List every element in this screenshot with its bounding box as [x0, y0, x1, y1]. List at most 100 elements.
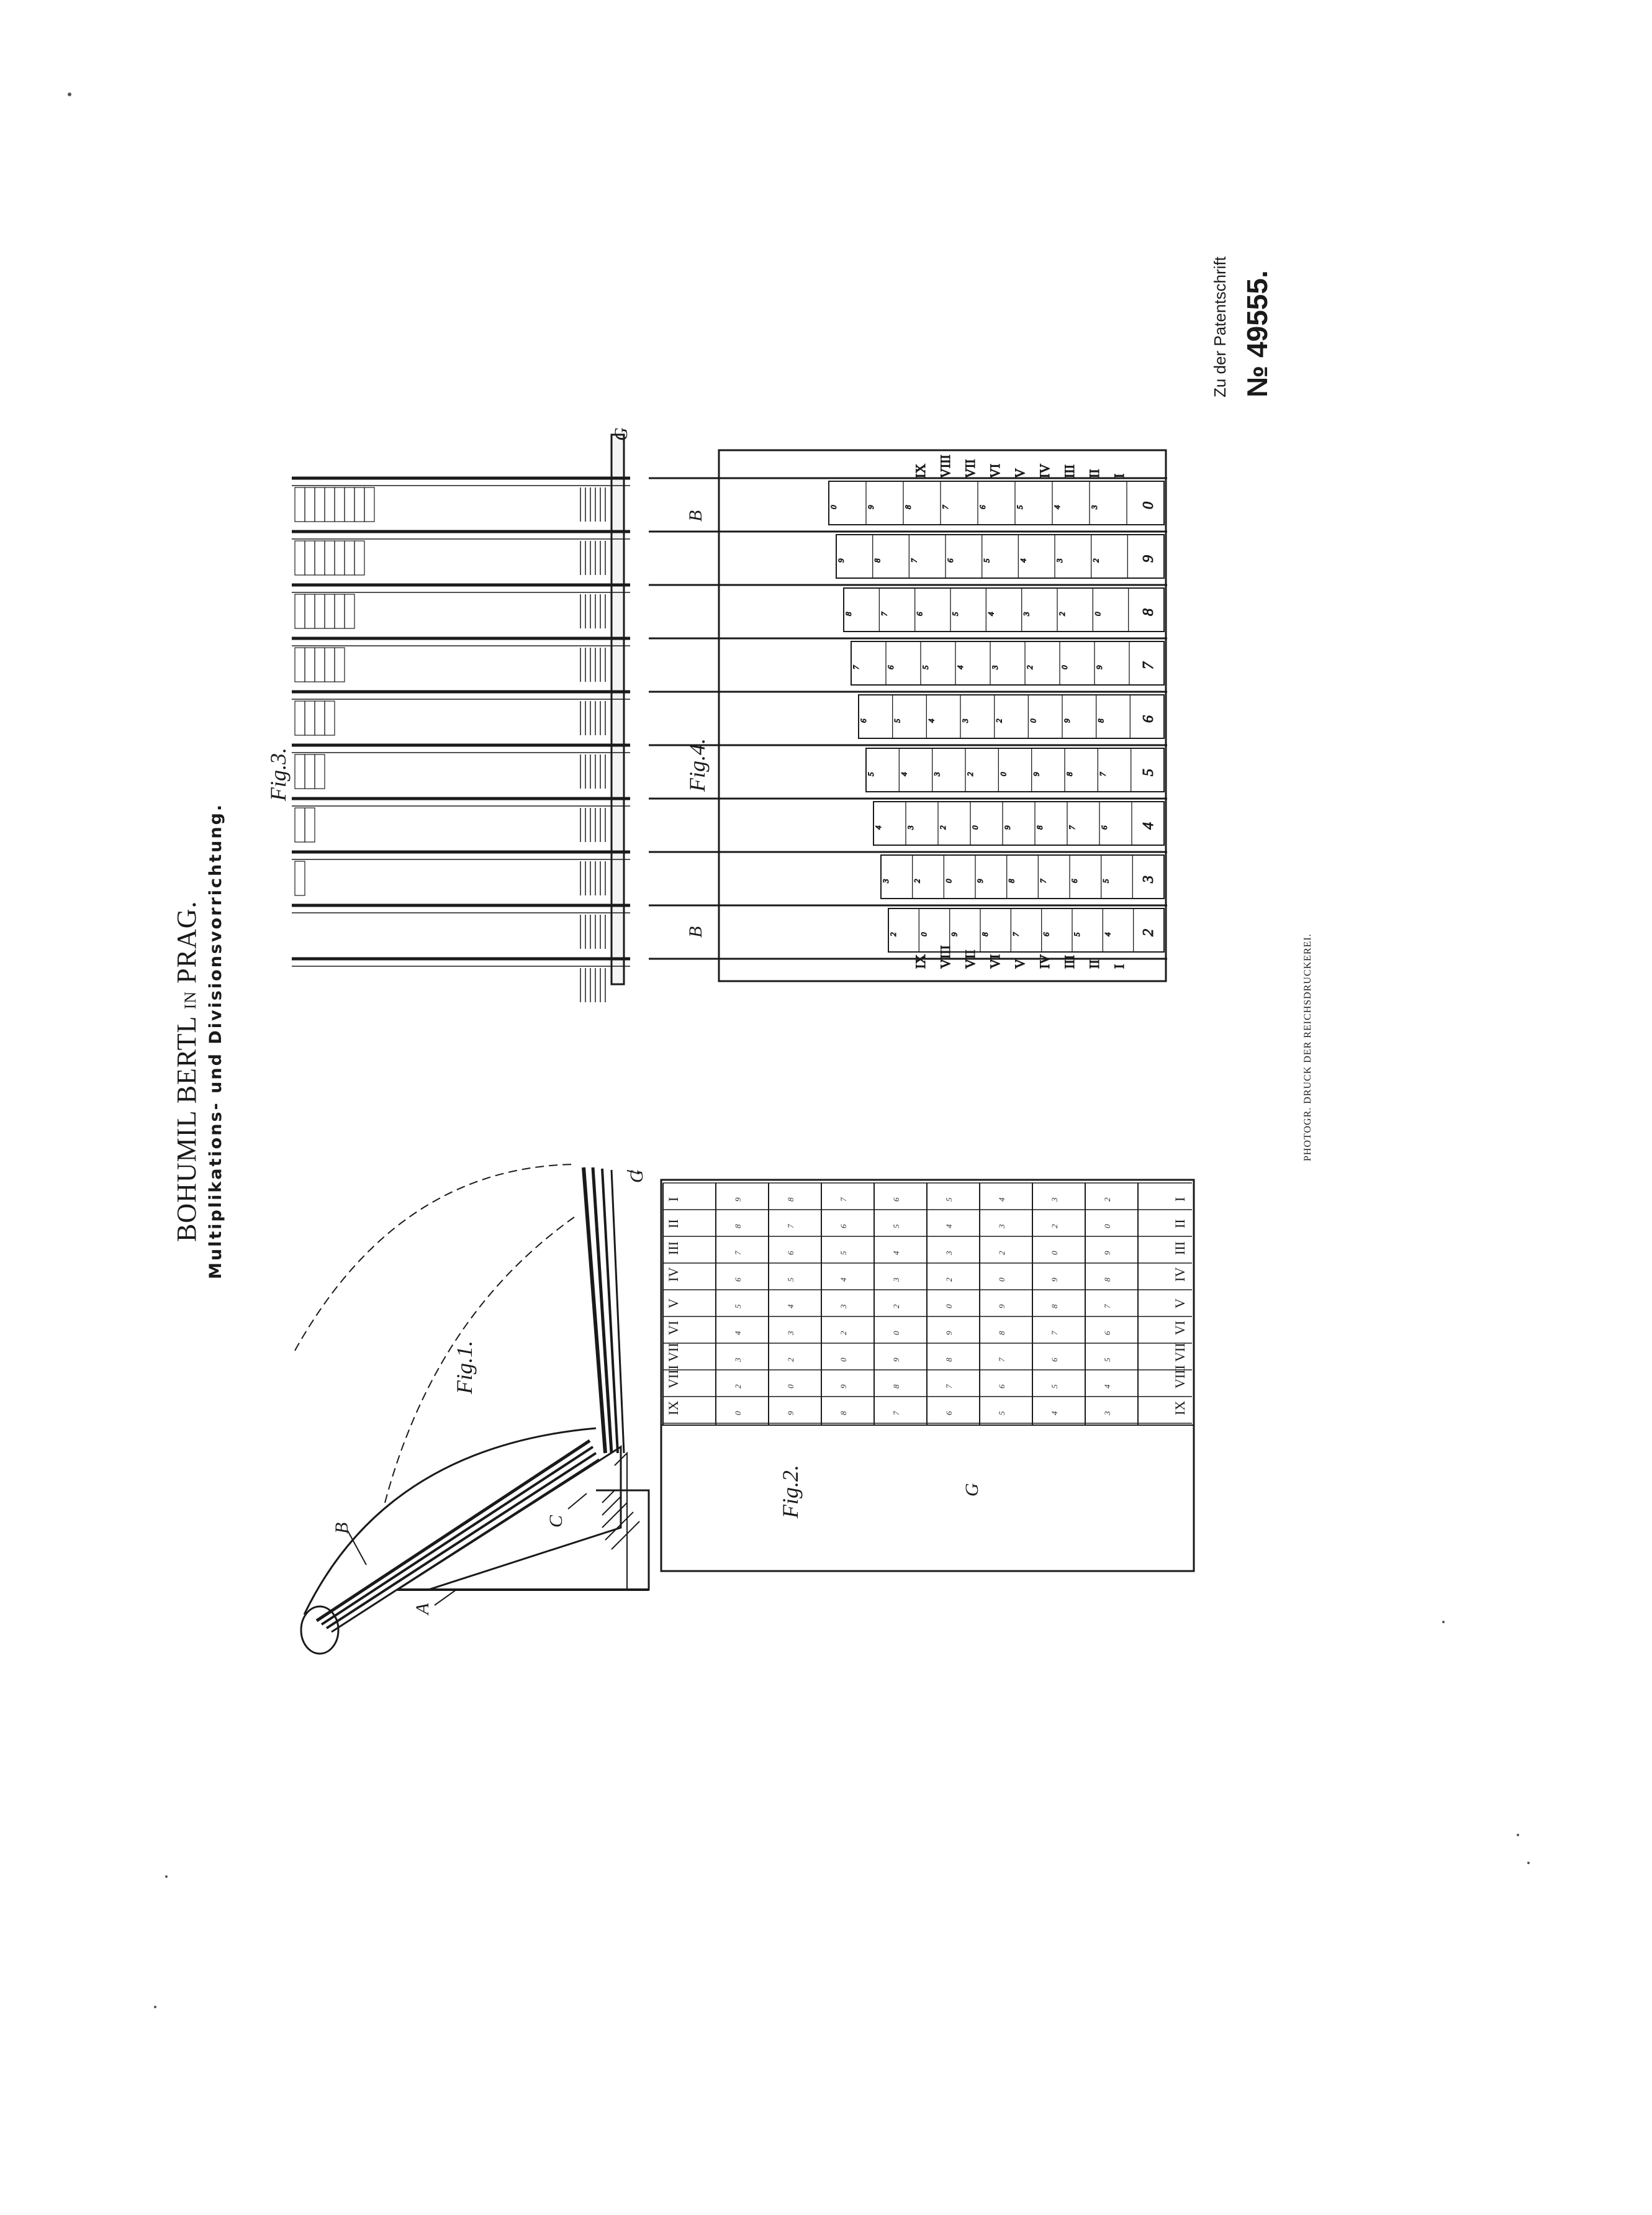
fig2-cell-digit: 4 — [891, 1251, 901, 1255]
fig4-cell-digit: 4 — [926, 718, 936, 723]
fig1-part-g: G — [626, 1169, 647, 1183]
fig4-strip-digit: 9 — [1140, 555, 1157, 563]
fig4-cell-digit: 6 — [946, 558, 955, 563]
fig4-roman-top: IX — [913, 464, 928, 478]
fig4-cell-digit: 7 — [1011, 932, 1020, 936]
fig2-cell-digit: 7 — [786, 1224, 795, 1228]
fig2-roman-left: III — [666, 1241, 681, 1255]
fig2-roman-left: VII — [666, 1343, 681, 1362]
fig2-cell-digit: 5 — [891, 1224, 901, 1228]
fig4-cell-digit: 6 — [886, 665, 895, 669]
fig3-card — [294, 754, 305, 789]
fig4-strip-digit: 3 — [1140, 876, 1157, 884]
fig3-card — [314, 754, 325, 789]
fig4-cell-digit: 3 — [1022, 612, 1031, 617]
fig2-roman-right: VII — [1172, 1343, 1188, 1362]
fig4-cell-digit: 3 — [960, 718, 970, 723]
fig4-cell-digit: 0 — [944, 879, 953, 883]
fig2-cell-digit: 8 — [944, 1357, 954, 1362]
fig4-cell-digit: 4 — [873, 825, 883, 830]
fig4-cell-digit: 9 — [1095, 665, 1104, 669]
fig4-cell-digit: 0 — [998, 772, 1008, 776]
fig4-strip-digit: 5 — [1140, 769, 1157, 776]
fig4-strip — [828, 481, 1165, 525]
fig4-roman-top: II — [1086, 469, 1102, 478]
fig2-cell-digit: 6 — [1050, 1357, 1059, 1362]
fig2-cell-digit: 8 — [786, 1197, 795, 1202]
fig4-cell-digit: 9 — [1062, 718, 1072, 723]
fig2-roman-left: I — [666, 1197, 681, 1202]
fig2-cell-digit: 4 — [1050, 1411, 1059, 1415]
fig3-card — [344, 540, 355, 576]
fig4-cell-digit: 2 — [938, 825, 947, 830]
fig4-roman-top: I — [1111, 474, 1127, 478]
fig2-cell-digit: 5 — [786, 1277, 795, 1282]
fig4-roman-top: VI — [987, 464, 1003, 478]
fig3-card — [294, 594, 305, 629]
fig4-roman-bottom: II — [1086, 959, 1102, 969]
fig4-strip-label-top: B — [685, 510, 706, 522]
fig4-cell-digit: 9 — [866, 505, 875, 509]
fig4-cell-digit: 0 — [970, 825, 980, 830]
fig3-card — [294, 861, 305, 896]
fig4-cell-digit: 3 — [906, 825, 915, 830]
fig4-cell-digit: 5 — [1101, 879, 1111, 883]
fig4-cell-digit: 4 — [1052, 505, 1062, 509]
fig4-strip-digit: 4 — [1140, 822, 1157, 830]
fig4-cell-digit: 9 — [1003, 825, 1012, 830]
fig4-cell-digit: 2 — [1057, 612, 1067, 616]
fig2-roman-left: IX — [666, 1401, 681, 1415]
fig3-card — [294, 487, 305, 522]
fig4-cell-digit: 4 — [899, 772, 908, 776]
fig2-cell-digit: 7 — [997, 1357, 1006, 1362]
fig4-cell-digit: 5 — [982, 558, 991, 563]
fig4-cell-digit: 8 — [1096, 718, 1106, 723]
fig3-card — [334, 540, 345, 576]
fig4-roman-top: VII — [962, 459, 978, 478]
fig2-base-label: G — [962, 1483, 982, 1497]
fig2-cell-digit: 9 — [839, 1384, 848, 1388]
fig4-cell-digit: 6 — [978, 505, 987, 509]
fig2-cell-digit: 7 — [1050, 1331, 1059, 1335]
fig2-cell-digit: 8 — [997, 1331, 1006, 1335]
fig2-cell-digit: 2 — [1103, 1197, 1112, 1202]
fig3-rods — [292, 476, 630, 1002]
fig4-roman-bottom: VII — [962, 949, 978, 969]
fig4-roman-bottom: VIII — [937, 945, 953, 969]
fig2-cell-digit: 3 — [891, 1277, 901, 1282]
fig2-cell-digit: 6 — [786, 1251, 795, 1255]
fig4-cell-digit: 0 — [1060, 665, 1069, 669]
fig4-cell-digit: 5 — [893, 718, 902, 723]
fig4-cell-digit: 6 — [915, 612, 924, 616]
fig4-cell-digit: 4 — [1018, 558, 1027, 563]
fig2-roman-right: IX — [1172, 1401, 1188, 1415]
fig4-strip — [851, 641, 1165, 686]
fig4-cell-digit: 0 — [829, 505, 838, 509]
fig4-cell-digit: 9 — [836, 558, 846, 563]
fig3-card — [304, 594, 315, 629]
fig4-strip — [843, 587, 1165, 632]
fig2-cell-digit: 9 — [1050, 1277, 1059, 1282]
fig2-roman-right: III — [1172, 1241, 1188, 1255]
fig2-cell-digit: 4 — [733, 1331, 742, 1335]
fig2-cell-digit: 2 — [997, 1251, 1006, 1255]
fig2-cell-digit: 3 — [786, 1331, 795, 1336]
fig1-part-b: B — [332, 1523, 352, 1534]
fig4-cell-digit: 8 — [1065, 772, 1074, 776]
fig3-card — [354, 540, 365, 576]
fig2-cell-digit: 9 — [891, 1357, 901, 1362]
fig2-cell-digit: 6 — [891, 1197, 901, 1202]
fig1-part-c: C — [546, 1515, 566, 1528]
fig2-label: Fig.2. — [778, 1465, 803, 1519]
fig4-strip — [865, 748, 1165, 792]
fig4-cell-digit: 4 — [955, 665, 965, 669]
fig1-part-a: A — [412, 1603, 433, 1616]
fig2-cell-digit: 7 — [839, 1197, 848, 1202]
fig4-roman-top: V — [1012, 468, 1027, 478]
fig2-roman-left: V — [666, 1298, 681, 1308]
fig3-card — [304, 754, 315, 789]
